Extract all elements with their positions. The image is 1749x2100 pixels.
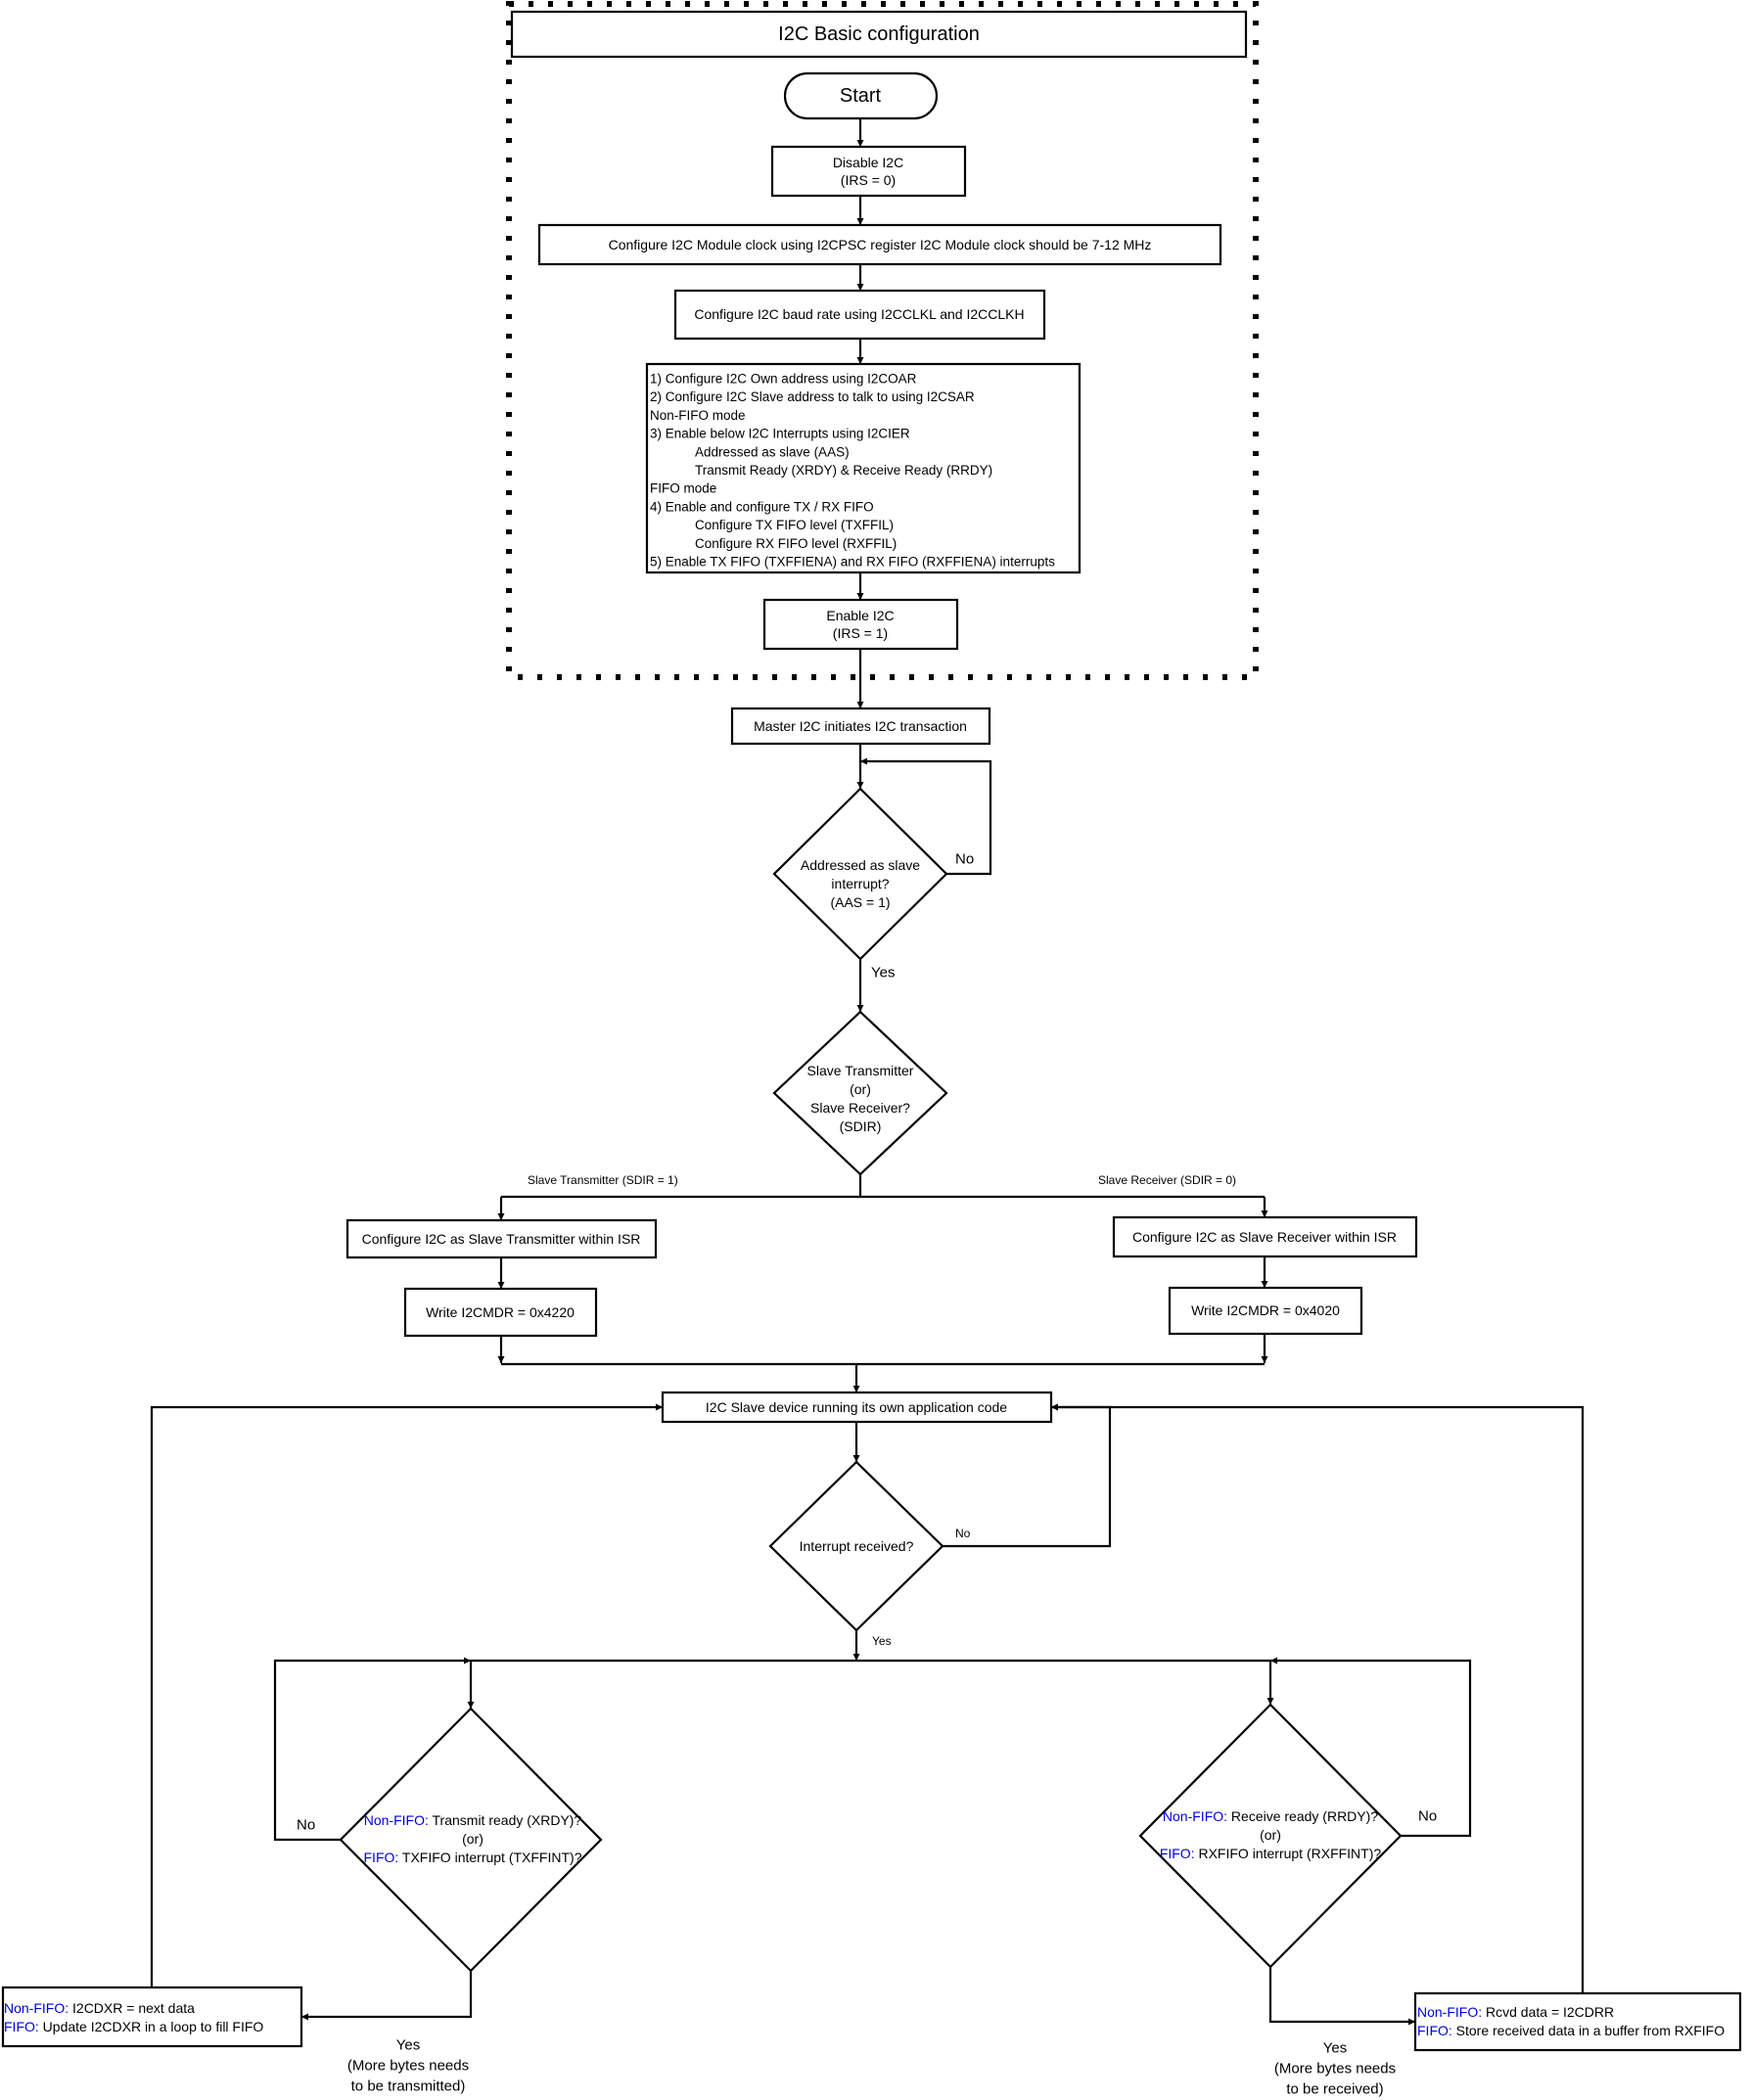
rx-decision-line3-prefix: FIFO:: [1160, 1846, 1195, 1861]
interrupt-yes-label: Yes: [872, 1634, 892, 1648]
direction-decision-line1: Slave Transmitter: [807, 1063, 914, 1078]
connectors: [150, 118, 1585, 2026]
tx-decision-line3: FIFO: TXFIFO interrupt (TXFFINT)?: [364, 1849, 582, 1865]
tx-decision-line3-prefix: FIFO:: [364, 1849, 399, 1865]
disable-i2c-line2: (IRS = 0): [841, 172, 896, 188]
title-box: [510, 10, 1248, 59]
tx-more-line1: Yes: [396, 2037, 420, 2054]
rx-more-line2: (More bytes needs: [1274, 2061, 1396, 2077]
config-receiver-label: Configure I2C as Slave Receiver within I…: [1132, 1229, 1397, 1245]
arrow-tx-yes-to-action: [301, 1971, 473, 2021]
arrow-interrupt-no-loop: [943, 1403, 1112, 1548]
addressed-decision-line2: interrupt?: [831, 876, 889, 891]
app-code-box: [661, 1391, 1053, 1424]
module-clock-label: Configure I2C Module clock using I2CPSC …: [609, 237, 1152, 252]
arrow-tx-no-loop: [273, 1657, 471, 1842]
rx-decision-line1-prefix: Non-FIFO:: [1163, 1808, 1227, 1824]
write-rx-label: Write I2CMDR = 0x4020: [1191, 1302, 1340, 1318]
disable-i2c-box: [770, 145, 967, 198]
rx-no-label: No: [1418, 1808, 1437, 1825]
config-receiver-box: [1112, 1215, 1418, 1258]
disable-i2c-line1: Disable I2C: [833, 155, 903, 170]
enable-i2c-box: [762, 598, 959, 651]
tx-action-line1: Non-FIFO: I2CDXR = next data: [4, 2000, 195, 2016]
app-code-label: I2C Slave device running its own applica…: [706, 1399, 1007, 1415]
config-list: 1) Configure I2C Own address using I2COA…: [650, 372, 1055, 570]
rx-action-line2: FIFO: Store received data in a buffer fr…: [1417, 2023, 1725, 2038]
tx-action-line2-text: Update I2CDXR in a loop to fill FIFO: [39, 2019, 264, 2034]
interrupt-no-label: No: [955, 1527, 971, 1540]
config-transmitter-box: [345, 1218, 658, 1259]
tx-action-line1-text: I2CDXR = next data: [69, 2000, 195, 2016]
rx-action-box: [1413, 1991, 1742, 2052]
rx-decision-line1-text: Receive ready (RRDY)?: [1227, 1808, 1378, 1824]
tx-decision-line1-text: Transmit ready (XRDY)?: [429, 1812, 582, 1828]
direction-decision-line3: Slave Receiver?: [810, 1100, 910, 1116]
config-list-item: Configure TX FIFO level (TXFFIL): [695, 518, 894, 532]
tx-decision-line1-prefix: Non-FIFO:: [364, 1812, 429, 1828]
config-transmitter-label: Configure I2C as Slave Transmitter withi…: [362, 1231, 641, 1247]
rx-action-line1-text: Rcvd data = I2CDRR: [1482, 2004, 1614, 2020]
addressed-decision-line1: Addressed as slave: [801, 857, 920, 873]
config-list-item: 2) Configure I2C Slave address to talk t…: [650, 389, 975, 404]
config-list-item: FIFO mode: [650, 481, 716, 496]
rx-action-line2-text: Store received data in a buffer from RXF…: [1452, 2023, 1725, 2038]
config-list-item: Configure RX FIFO level (RXFFIL): [695, 536, 897, 551]
basic-config-frame: [506, 1, 1259, 680]
tx-action-line2-prefix: FIFO:: [4, 2019, 39, 2034]
addressed-yes-label: Yes: [871, 965, 895, 982]
arrow-rx-action-to-app: [1051, 1403, 1585, 1993]
rx-more-line1: Yes: [1323, 2040, 1347, 2057]
tx-action-line1-prefix: Non-FIFO:: [4, 2000, 69, 2016]
rx-decision-line1: Non-FIFO: Receive ready (RRDY)?: [1163, 1808, 1378, 1824]
diagram-title: I2C Basic configuration: [778, 23, 980, 45]
tx-decision-line3-text: TXFIFO interrupt (TXFFINT)?: [398, 1849, 581, 1865]
transmitter-branch-label: Slave Transmitter (SDIR = 1): [528, 1173, 678, 1187]
rx-decision-line3: FIFO: RXFIFO interrupt (RXFFINT)?: [1160, 1846, 1382, 1861]
rx-more-line3: to be received): [1286, 2081, 1383, 2098]
direction-decision-line4: (SDIR): [840, 1118, 882, 1134]
receiver-branch-label: Slave Receiver (SDIR = 0): [1098, 1173, 1236, 1187]
tx-action-line2: FIFO: Update I2CDXR in a loop to fill FI…: [4, 2019, 263, 2034]
addressed-no-label: No: [955, 851, 974, 868]
module-clock-box: [537, 223, 1222, 266]
config-list-item: Transmit Ready (XRDY) & Receive Ready (R…: [695, 463, 992, 478]
enable-i2c-line1: Enable I2C: [826, 608, 894, 623]
config-list-item: 5) Enable TX FIFO (TXFFIENA) and RX FIFO…: [650, 555, 1055, 570]
rx-action-line2-prefix: FIFO:: [1417, 2023, 1452, 2038]
tx-decision-line1: Non-FIFO: Transmit ready (XRDY)?: [364, 1812, 582, 1828]
rx-action-line1-prefix: Non-FIFO:: [1417, 2004, 1482, 2020]
enable-i2c-line2: (IRS = 1): [833, 625, 888, 641]
tx-more-line3: to be transmitted): [351, 2078, 466, 2095]
config-list-item: Non-FIFO mode: [650, 408, 746, 423]
baud-rate-label: Configure I2C baud rate using I2CCLKL an…: [694, 306, 1024, 322]
arrow-rx-yes-to-action: [1268, 1967, 1415, 2026]
rx-decision-line3-text: RXFIFO interrupt (RXFFINT)?: [1195, 1846, 1382, 1861]
config-list-item: 3) Enable below I2C Interrupts using I2C…: [650, 427, 910, 441]
start-label: Start: [840, 85, 882, 107]
config-list-item: 4) Enable and configure TX / RX FIFO: [650, 499, 874, 514]
arrow-tx-action-to-app: [150, 1403, 663, 1987]
arrow-addressed-no-loop: [860, 757, 992, 876]
write-rx-box: [1168, 1286, 1363, 1336]
config-list-box: [645, 362, 1082, 574]
tx-more-line2: (More bytes needs: [347, 2058, 469, 2075]
master-init-box: [730, 707, 991, 746]
addressed-decision: [772, 787, 948, 961]
interrupt-decision-label: Interrupt received?: [800, 1538, 914, 1554]
master-init-label: Master I2C initiates I2C transaction: [754, 718, 967, 734]
rx-decision-line2: (or): [1260, 1827, 1281, 1843]
rx-action-line1: Non-FIFO: Rcvd data = I2CDRR: [1417, 2004, 1614, 2020]
tx-no-label: No: [297, 1817, 315, 1834]
arrow-rx-no-loop: [1270, 1657, 1472, 1838]
tx-action-box: [1, 1986, 303, 2048]
direction-decision-line2: (or): [850, 1081, 871, 1097]
write-tx-label: Write I2CMDR = 0x4220: [426, 1304, 575, 1320]
addressed-decision-line3: (AAS = 1): [830, 894, 890, 910]
config-list-item: 1) Configure I2C Own address using I2COA…: [650, 372, 917, 387]
tx-decision-line2: (or): [462, 1831, 483, 1847]
config-list-item: Addressed as slave (AAS): [695, 444, 850, 459]
